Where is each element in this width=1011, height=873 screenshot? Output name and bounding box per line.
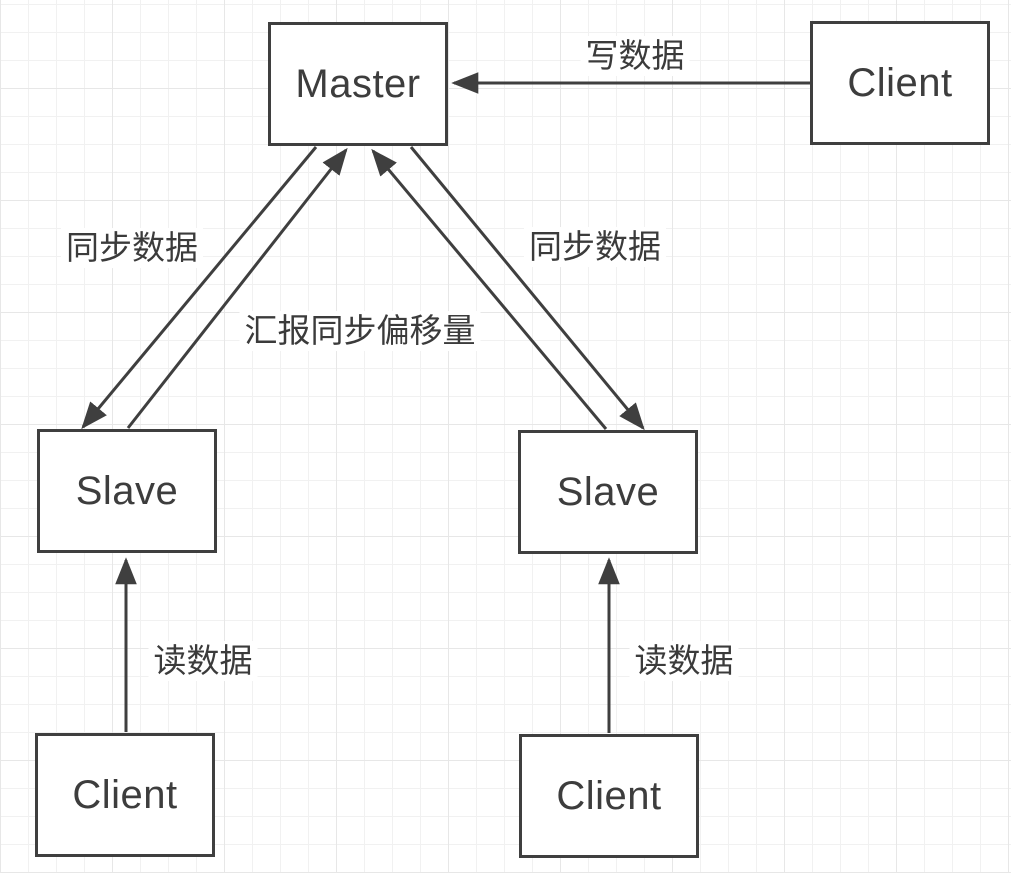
edge-label-report-offset: 汇报同步偏移量 [239, 311, 481, 351]
node-slave-left: Slave [37, 429, 217, 553]
node-client-bottom-left: Client [35, 733, 215, 857]
node-slave-left-label: Slave [75, 468, 179, 513]
edge-report-offset-right-arrow [371, 148, 608, 430]
edge-label-read-data-right: 读数据 [629, 641, 739, 681]
node-slave-right: Slave [518, 430, 698, 554]
edge-report-offset-left-arrow [126, 147, 348, 429]
node-client-bottom-left-label: Client [72, 772, 178, 817]
node-master: Master [268, 22, 448, 146]
node-client-top-label: Client [847, 60, 953, 105]
edge-sync-data-right-arrow [409, 146, 645, 431]
node-master-label: Master [295, 61, 421, 106]
node-client-top: Client [810, 21, 990, 145]
edge-label-read-data-left: 读数据 [148, 641, 258, 681]
edge-label-sync-data-left: 同步数据 [61, 228, 203, 268]
node-client-bottom-right: Client [519, 734, 699, 858]
edge-label-write-data: 写数据 [580, 36, 690, 76]
node-slave-right-label: Slave [556, 469, 660, 514]
edge-sync-data-left-arrow [81, 146, 318, 430]
edge-label-sync-data-right: 同步数据 [524, 227, 666, 267]
node-client-bottom-right-label: Client [556, 773, 662, 818]
